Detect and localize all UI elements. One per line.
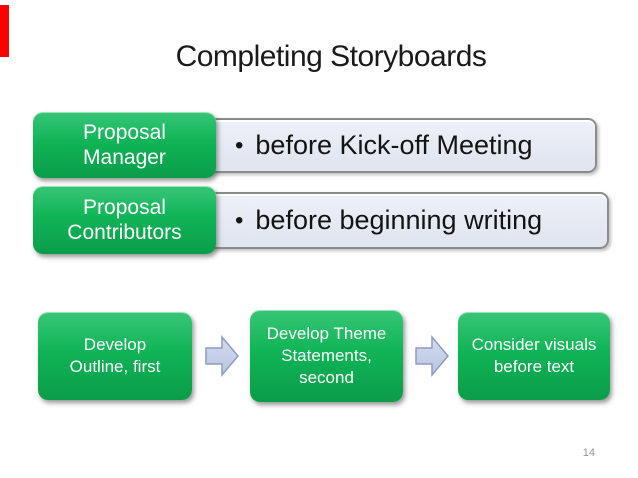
step-box-consider-visuals: Consider visuals before text [458, 312, 610, 400]
red-marker-bar [0, 5, 9, 57]
step-box-develop-outline: Develop Outline, first [38, 312, 192, 400]
role-box-proposal-manager: Proposal Manager [33, 112, 216, 178]
role-label: Proposal Manager [83, 120, 166, 169]
step-label: Develop Outline, first [69, 334, 161, 376]
step-label: Consider visuals before text [471, 334, 597, 376]
bullet-glyph: • [235, 206, 244, 234]
step-box-develop-theme-statements: Develop Theme Statements, second [250, 310, 403, 402]
note-text: before Kick-off Meeting [255, 130, 533, 160]
slide-title: Completing Storyboards [175, 40, 487, 73]
page-number: 14 [582, 447, 595, 459]
bullet-glyph: • [235, 131, 244, 159]
right-arrow-icon [205, 334, 239, 378]
note-text: before beginning writing [255, 205, 543, 235]
role-box-proposal-contributors: Proposal Contributors [33, 186, 216, 254]
right-arrow-icon [415, 334, 449, 378]
role-label: Proposal Contributors [67, 195, 182, 244]
step-label: Develop Theme Statements, second [266, 323, 387, 388]
